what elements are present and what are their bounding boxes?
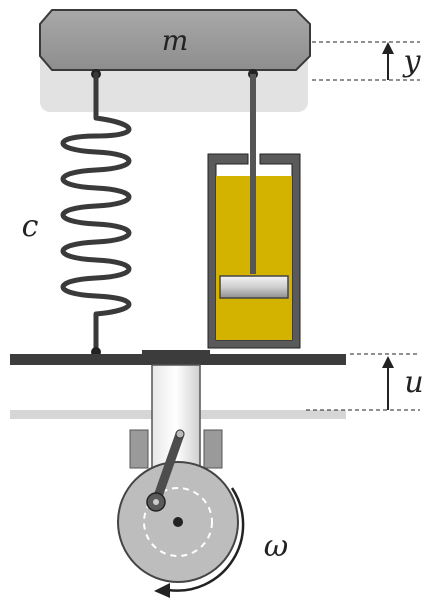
damper-housing [207, 153, 301, 349]
crank-top-pin [175, 429, 185, 439]
spring-label: c [22, 209, 39, 244]
spring [60, 71, 132, 353]
damper-piston [219, 275, 289, 299]
wheel-inner-dashed [143, 487, 213, 557]
damper-rod [250, 74, 256, 274]
guide-bushing-left [129, 429, 149, 469]
mass-block [39, 9, 311, 71]
mass-label: m [162, 24, 189, 57]
rotation-arrow [167, 487, 245, 592]
omega-label: ω [264, 529, 288, 564]
guide-bushing-right [203, 429, 223, 469]
y-label: y [402, 44, 422, 79]
u-label: u [404, 365, 423, 400]
base-plate [10, 354, 346, 365]
crank-arm [151, 429, 185, 507]
plate-hub [142, 350, 210, 358]
crank-pin-center [153, 499, 159, 505]
wheel-hub [173, 517, 183, 527]
u-arrow-head [382, 356, 394, 368]
rotation-arrow-head [154, 583, 170, 598]
y-arrow-head [382, 42, 394, 54]
